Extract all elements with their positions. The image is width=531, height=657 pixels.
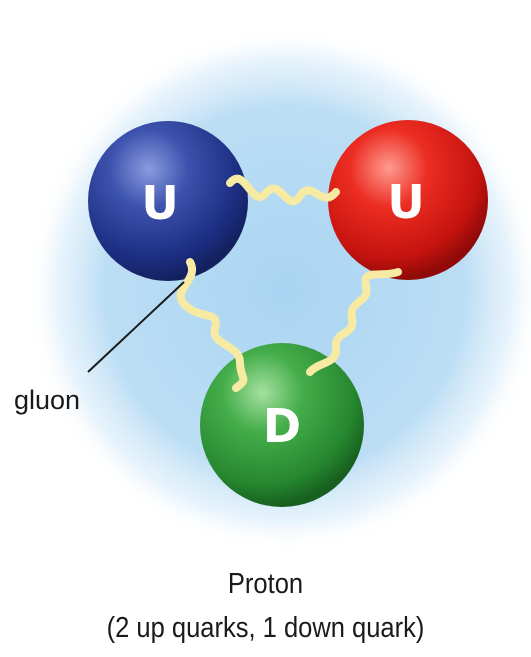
up-quark-right-label: U	[387, 175, 424, 229]
gluon-label: gluon	[14, 385, 80, 415]
up-quark-right: U	[328, 120, 488, 280]
up-quark-right-sphere	[328, 120, 488, 280]
gluons	[176, 174, 402, 392]
caption-title: Proton	[227, 568, 304, 600]
up-quark-left-sphere	[88, 121, 248, 281]
down-quark: D	[200, 343, 364, 507]
caption-subtitle: (2 up quarks, 1 down quark)	[106, 612, 425, 644]
gluon-up-up	[226, 174, 340, 206]
up-quark-left: U	[88, 121, 248, 281]
gluon-up-right-down	[306, 268, 402, 376]
up-quark-left-label: U	[141, 176, 178, 230]
gluon-pointer-line	[87, 281, 185, 373]
gluon-up-down	[176, 258, 248, 392]
down-quark-label: D	[263, 399, 301, 453]
